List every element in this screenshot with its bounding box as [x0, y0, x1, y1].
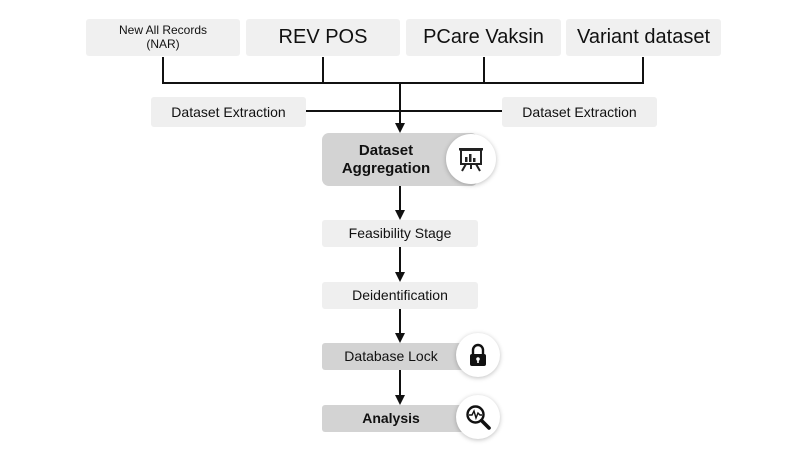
database-lock-box: Database Lock [322, 343, 478, 370]
feasibility-stage-box: Feasibility Stage [322, 220, 478, 247]
extraction-right-label: Dataset Extraction [522, 103, 637, 120]
source-rev-pos: REV POS [246, 19, 400, 56]
aggregation-label: Dataset Aggregation [341, 142, 431, 177]
source-nar-line2: (NAR) [146, 36, 180, 51]
source-pcare-vaksin: PCare Vaksin [406, 19, 561, 56]
deidentification-label: Deidentification [352, 287, 448, 304]
source-variant-dataset: Variant dataset [566, 19, 721, 56]
analysis-label: Analysis [362, 410, 420, 427]
database-lock-label: Database Lock [344, 348, 438, 365]
source-nar-line1: New All Records [118, 22, 208, 37]
extraction-box-right: Dataset Extraction [502, 97, 657, 127]
magnifier-pulse-icon [456, 395, 500, 439]
source-variant-dataset-label: Variant dataset [576, 26, 711, 48]
source-rev-pos-label: REV POS [278, 26, 368, 48]
extraction-box-left: Dataset Extraction [151, 97, 306, 127]
aggregation-box: Dataset Aggregation [322, 133, 478, 186]
analysis-box: Analysis [322, 405, 478, 432]
source-nar: New All Records (NAR) [86, 19, 240, 56]
source-pcare-vaksin-label: PCare Vaksin [423, 26, 544, 48]
deidentification-box: Deidentification [322, 282, 478, 309]
extraction-left-label: Dataset Extraction [171, 103, 286, 120]
padlock-icon [456, 333, 500, 377]
presentation-chart-icon [446, 134, 496, 184]
feasibility-stage-label: Feasibility Stage [348, 225, 452, 242]
